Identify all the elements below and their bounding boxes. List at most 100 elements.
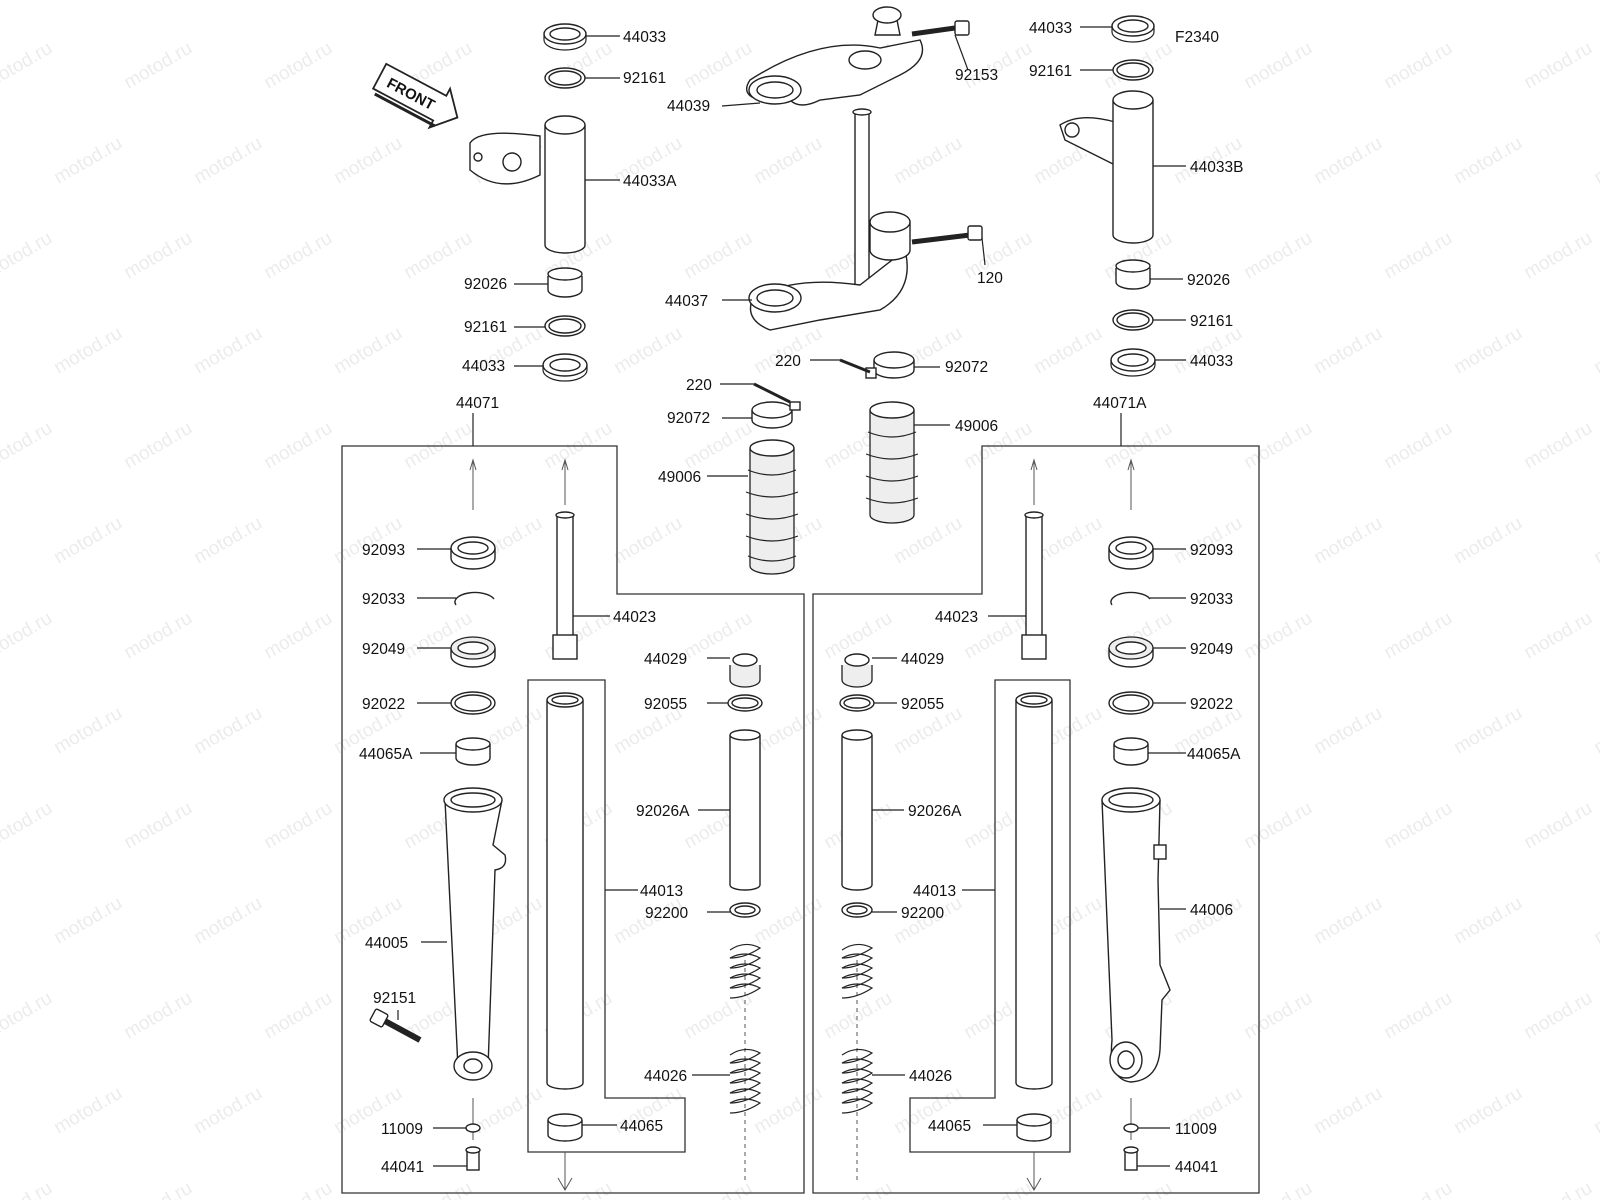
part-44023-damper-rod-right bbox=[1021, 511, 1047, 660]
part-92072-clamp-left bbox=[751, 401, 801, 429]
label-44065-left: 44065 bbox=[620, 1118, 663, 1135]
part-44041-bolt-left bbox=[465, 1146, 481, 1171]
sub-box-left bbox=[527, 679, 686, 1153]
label-44013-right: 44013 bbox=[913, 883, 956, 900]
label-44023-left: 44023 bbox=[613, 609, 656, 626]
label-11009-left: 11009 bbox=[381, 1121, 423, 1138]
part-92161-ring-lower-right bbox=[1112, 309, 1154, 331]
part-44033-seal-lower-right bbox=[1110, 348, 1156, 377]
part-44033-seal-top-left bbox=[543, 23, 587, 51]
label-44026-left: 44026 bbox=[644, 1068, 687, 1085]
label-44041-left: 44041 bbox=[381, 1159, 424, 1176]
label-92161-lower-left: 92161 bbox=[464, 319, 507, 336]
label-220-right: 220 bbox=[775, 353, 801, 370]
label-92022-right: 92022 bbox=[1190, 696, 1233, 713]
leader-lines bbox=[397, 26, 1186, 1167]
part-44013-inner-tube-left bbox=[546, 692, 584, 1090]
part-92026-collar-left bbox=[547, 267, 583, 298]
label-11009-right: 11009 bbox=[1175, 1121, 1217, 1138]
label-44029-left: 44029 bbox=[644, 651, 687, 668]
front-arrow-icon: FRONT bbox=[371, 62, 459, 130]
label-92049-right: 92049 bbox=[1190, 641, 1233, 658]
part-44039-upper-clamp bbox=[746, 6, 924, 106]
label-92161-lower-right: 92161 bbox=[1190, 313, 1233, 330]
part-44026-spring-left bbox=[729, 943, 762, 1114]
part-92151-bolt-left bbox=[369, 1008, 422, 1043]
part-44033a-bracket-left bbox=[469, 115, 586, 254]
part-92049-oil-seal-right bbox=[1108, 636, 1154, 668]
label-44065a-left: 44065A bbox=[359, 746, 413, 763]
label-44039: 44039 bbox=[667, 98, 710, 115]
part-44013-inner-tube-right bbox=[1015, 692, 1053, 1090]
part-44033-seal-lower-left bbox=[542, 353, 588, 382]
label-44033-top-right: 44033 bbox=[1029, 20, 1072, 37]
label-92033-right: 92033 bbox=[1190, 591, 1233, 608]
label-92093-right: 92093 bbox=[1190, 542, 1233, 559]
part-92026a-spacer-left bbox=[729, 729, 761, 891]
label-44006: 44006 bbox=[1190, 902, 1233, 919]
label-92093-left: 92093 bbox=[362, 542, 405, 559]
part-44023-damper-rod-left bbox=[552, 511, 578, 660]
label-49006-left: 49006 bbox=[658, 469, 701, 486]
label-92026a-right: 92026A bbox=[908, 803, 962, 820]
part-44037-steering-stem bbox=[748, 108, 911, 331]
part-92022-washer-right bbox=[1108, 691, 1154, 715]
label-44033-top-left: 44033 bbox=[623, 29, 666, 46]
label-92055-left: 92055 bbox=[644, 696, 687, 713]
axis-lines bbox=[469, 458, 1135, 1191]
part-92022-washer-left bbox=[450, 691, 496, 715]
part-92049-oil-seal-left bbox=[450, 636, 496, 668]
label-220-left: 220 bbox=[686, 377, 712, 394]
part-49006-boot-left bbox=[745, 439, 799, 575]
part-92161-ring-lower-left bbox=[544, 315, 586, 337]
part-92033-circlip-left bbox=[454, 591, 495, 606]
part-44026-spring-right bbox=[841, 943, 874, 1114]
label-44033b: 44033B bbox=[1190, 159, 1243, 176]
part-92161-ring-top-right bbox=[1112, 59, 1154, 81]
part-92026-collar-right bbox=[1115, 259, 1151, 290]
part-44065-bushing-right bbox=[1016, 1113, 1052, 1142]
label-44037: 44037 bbox=[665, 293, 708, 310]
label-49006-right: 49006 bbox=[955, 418, 998, 435]
label-44033-lower-right: 44033 bbox=[1190, 353, 1233, 370]
label-44033-lower-left: 44033 bbox=[462, 358, 505, 375]
label-44065-right: 44065 bbox=[928, 1118, 971, 1135]
part-92055-oring-left bbox=[727, 694, 763, 712]
label-44026-right: 44026 bbox=[909, 1068, 952, 1085]
part-44065a-bushing-left bbox=[455, 737, 491, 766]
part-44029-cap-left bbox=[729, 653, 761, 688]
part-92153-bolt-top bbox=[911, 20, 970, 37]
label-92026-left: 92026 bbox=[464, 276, 507, 293]
part-92200-washer-right bbox=[841, 902, 873, 918]
label-92200-left: 92200 bbox=[645, 905, 688, 922]
part-92055-oring-right bbox=[839, 694, 875, 712]
label-92022-left: 92022 bbox=[362, 696, 405, 713]
label-44071a: 44071A bbox=[1093, 395, 1147, 412]
label-44005: 44005 bbox=[365, 935, 408, 952]
label-92072-right: 92072 bbox=[945, 359, 988, 376]
part-220-screw-left bbox=[753, 382, 791, 404]
label-92033-left: 92033 bbox=[362, 591, 405, 608]
label-44033a: 44033A bbox=[623, 173, 677, 190]
part-44033b-bracket-right bbox=[1059, 90, 1154, 244]
label-92153: 92153 bbox=[955, 67, 998, 84]
label-92161-top-left: 92161 bbox=[623, 70, 666, 87]
label-92200-right: 92200 bbox=[901, 905, 944, 922]
part-44005-outer-tube-left bbox=[443, 787, 507, 1081]
label-44029-right: 44029 bbox=[901, 651, 944, 668]
label-92072-left: 92072 bbox=[667, 410, 710, 427]
label-44065a-right: 44065A bbox=[1187, 746, 1241, 763]
assembly-box-44071a bbox=[812, 445, 1260, 1194]
part-11009-gasket-left bbox=[465, 1123, 481, 1133]
label-92049-left: 92049 bbox=[362, 641, 405, 658]
part-44006-outer-tube-right bbox=[1101, 787, 1171, 1083]
figure-code: F2340 bbox=[1175, 29, 1219, 46]
sub-box-right bbox=[909, 679, 1071, 1153]
part-44065a-bushing-right bbox=[1113, 737, 1149, 766]
label-92055-right: 92055 bbox=[901, 696, 944, 713]
label-92161-top-right: 92161 bbox=[1029, 63, 1072, 80]
part-92161-ring-top-left bbox=[544, 67, 586, 89]
label-92026a-left: 92026A bbox=[636, 803, 690, 820]
part-92072-clamp-right bbox=[865, 351, 915, 379]
